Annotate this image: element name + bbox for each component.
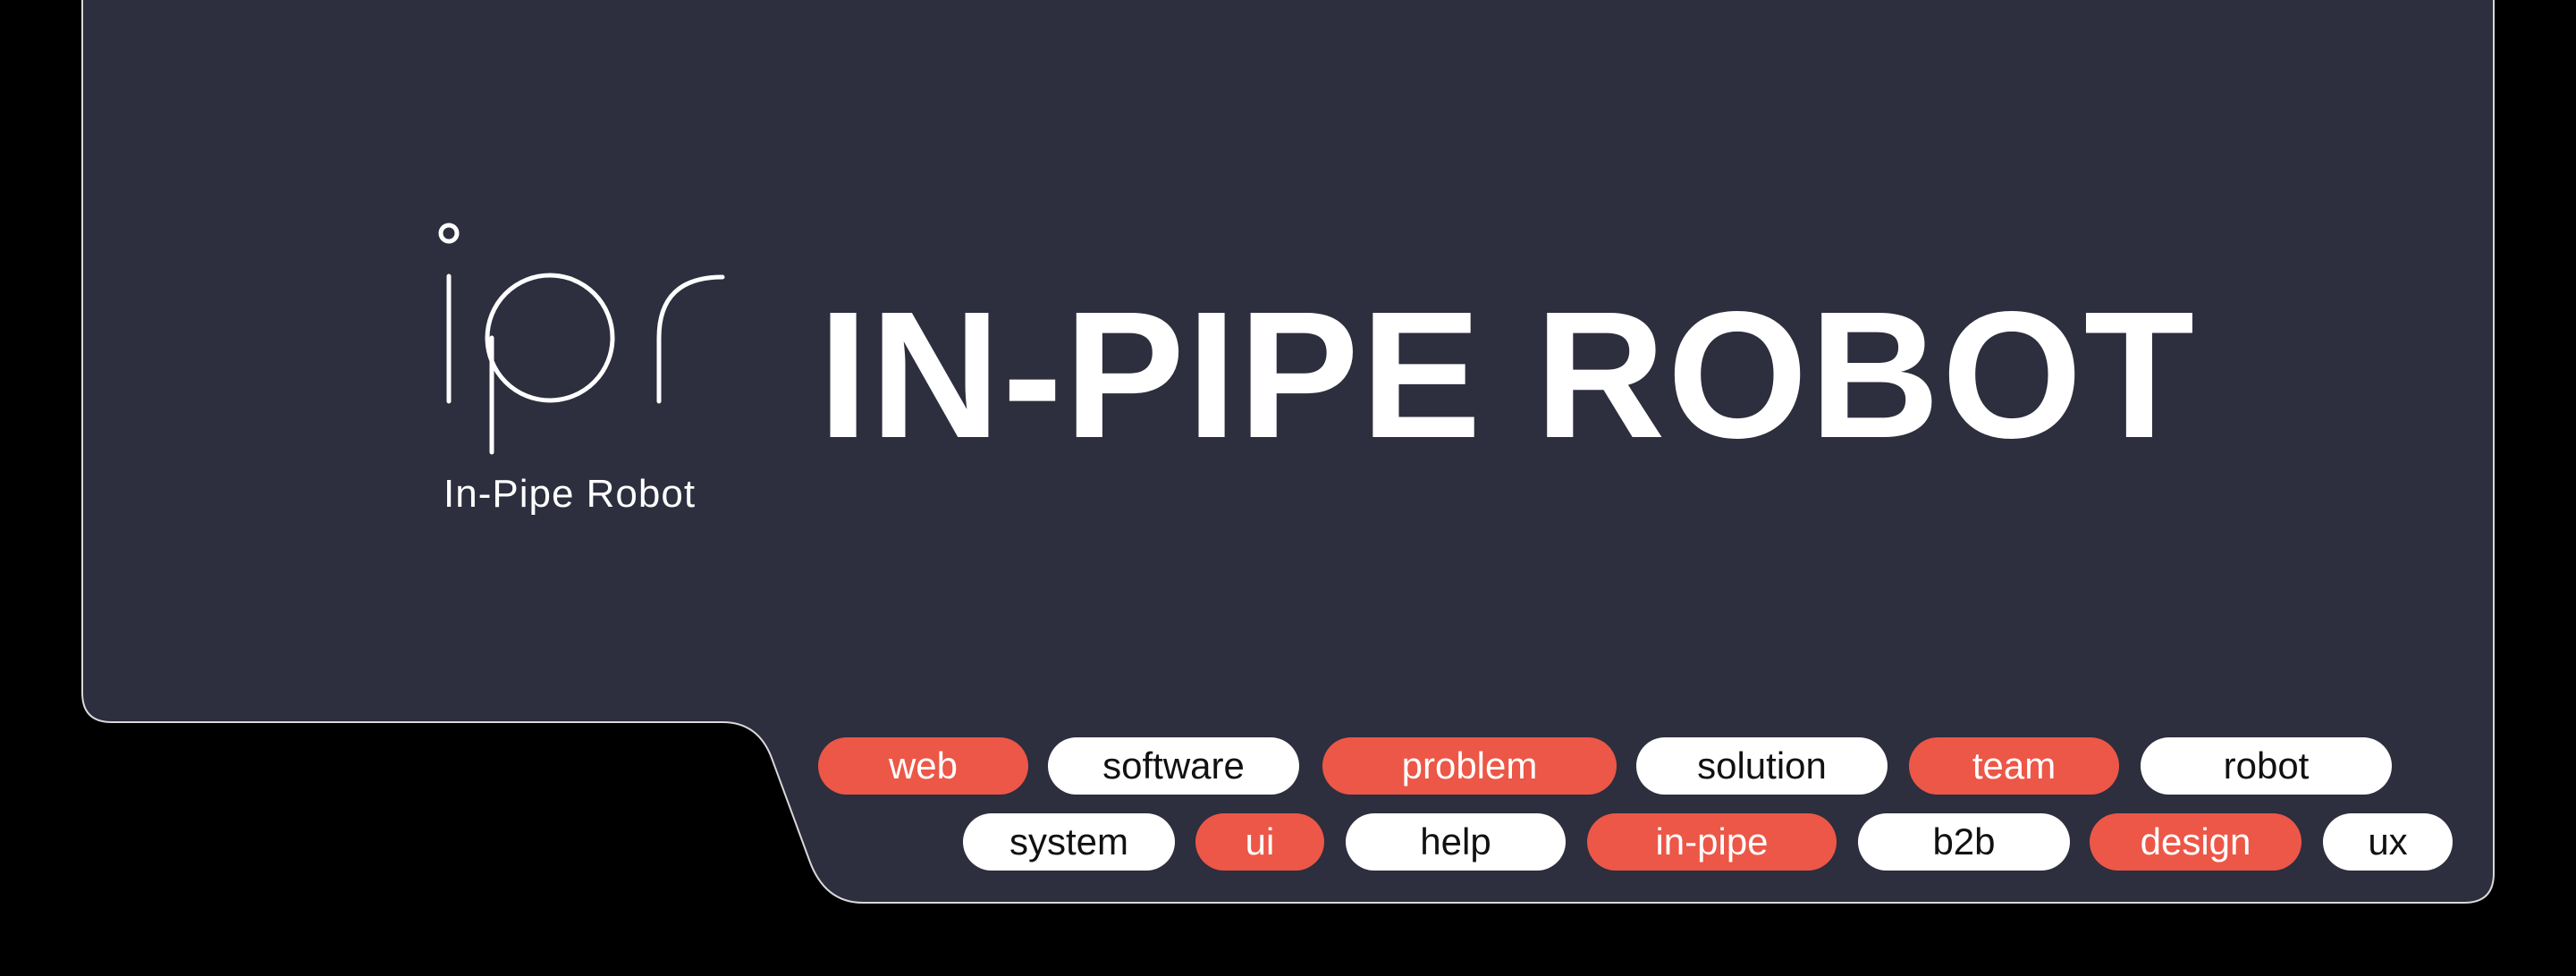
tag-design[interactable]: design <box>2090 813 2302 871</box>
ipr-logo-icon <box>438 223 725 455</box>
tag-problem[interactable]: problem <box>1322 737 1617 795</box>
tag-system[interactable]: system <box>963 813 1175 871</box>
logo-caption: In-Pipe Robot <box>443 472 697 516</box>
tag-solution[interactable]: solution <box>1636 737 1888 795</box>
tag-robot[interactable]: robot <box>2141 737 2392 795</box>
tag-ui[interactable]: ui <box>1195 813 1324 871</box>
tag-ux[interactable]: ux <box>2323 813 2453 871</box>
tag-b2b[interactable]: b2b <box>1858 813 2070 871</box>
tag-team[interactable]: team <box>1909 737 2119 795</box>
tag-web[interactable]: web <box>818 737 1028 795</box>
tag-software[interactable]: software <box>1048 737 1299 795</box>
tag-help[interactable]: help <box>1346 813 1566 871</box>
tag-in-pipe[interactable]: in-pipe <box>1587 813 1837 871</box>
page-title: IN-PIPE ROBOT <box>818 273 2197 475</box>
